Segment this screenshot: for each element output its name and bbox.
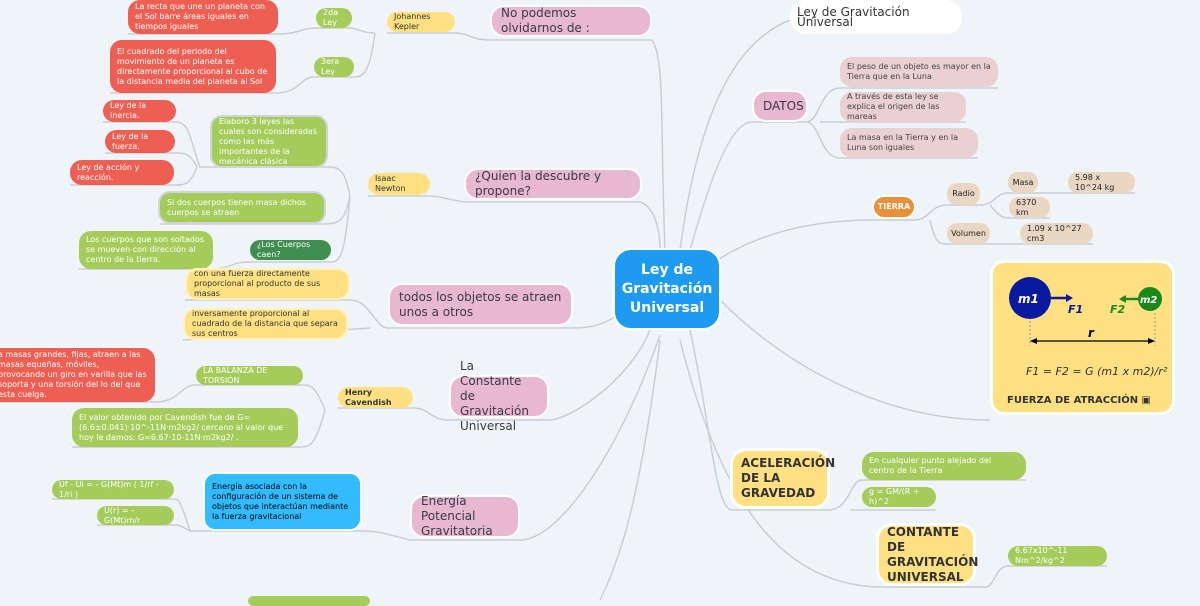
ley2-text[interactable]: La recta que une un planeta con el Sol b… xyxy=(128,0,278,34)
radio-node[interactable]: Radio xyxy=(947,183,980,205)
constante-value[interactable]: 6.67x10^-11 Nm^2/kg^2 xyxy=(1008,546,1107,566)
radio-value[interactable]: 6370 km xyxy=(1009,197,1050,218)
todos-item[interactable]: con una fuerza directamente proporcional… xyxy=(185,268,350,300)
masa-value[interactable]: 5.98 x 10^24 kg xyxy=(1068,172,1135,193)
energia-definition[interactable]: Energía asociada con la configuración de… xyxy=(203,472,362,531)
caen-text[interactable]: Los cuerpos que son soltados se mueven c… xyxy=(79,231,213,269)
ley-inercia[interactable]: Ley de la inercia. xyxy=(103,100,176,122)
elaboro-node[interactable]: Elaboro 3 leyes las cuales son considera… xyxy=(210,115,328,168)
ley-fuerza[interactable]: Ley de la fuerza. xyxy=(105,130,175,153)
volumen-node[interactable]: Volumen xyxy=(947,223,990,244)
ley-accion-reaccion[interactable]: Ley de acción y reacción. xyxy=(70,160,174,185)
svg-text:r: r xyxy=(1088,326,1095,340)
aceleracion-formula[interactable]: g = GM/(R + h)^2 xyxy=(862,487,936,507)
valor-text[interactable]: El valor obtenido por Cavendish fue de G… xyxy=(72,408,298,447)
mass1-circle xyxy=(1009,277,1051,319)
energia-formula-2[interactable]: U(r) = - G(Mt)m/r xyxy=(97,506,174,525)
olvidar-node[interactable]: No podemos olvidarnos de : xyxy=(490,5,652,37)
title-node[interactable]: Ley de Gravitación Universal xyxy=(790,0,962,34)
sidos-node[interactable]: Si dos cuerpos tienen masa dichos cuerpo… xyxy=(158,191,326,224)
kepler-node[interactable]: Johannes Kepler xyxy=(387,12,455,32)
constante-node[interactable]: CONTANTE DE GRAVITACIÓN UNIVERSAL xyxy=(876,523,978,586)
balanza-node[interactable]: LA BALANZA DE TORSIÓN xyxy=(196,366,303,385)
datos-item[interactable]: A través de esta ley se explica el orige… xyxy=(840,92,966,122)
aceleracion-item[interactable]: En cualquier punto alejado del centro de… xyxy=(862,452,1026,480)
ley2-node[interactable]: 2da Ley xyxy=(316,8,352,28)
caen-node[interactable]: ¿Los Cuerpos caen? xyxy=(250,240,331,260)
volumen-value[interactable]: 1.09 x 10^27 cm3 xyxy=(1020,223,1093,244)
svg-text:F1: F1 xyxy=(1068,303,1083,316)
todos-item[interactable]: inversamente proporcional al cuadrado de… xyxy=(183,308,348,340)
datos-item[interactable]: La masa en la Tierra y en la Luna son ig… xyxy=(840,128,978,158)
fuerza-image-node[interactable]: m1 m2 F1 F2 r F1 = F2 = G (m1 x m2)/r² F… xyxy=(990,260,1175,415)
todos-node[interactable]: todos los objetos se atraen unos a otros xyxy=(388,283,573,326)
ley3-node[interactable]: 3era Ley xyxy=(314,57,354,77)
balanza-text[interactable]: a masas grandes, fijas, atraen a las mas… xyxy=(0,348,155,402)
ley3-text[interactable]: El cuadrado del periodo del movimiento d… xyxy=(110,40,276,93)
image-icon[interactable]: ▣ xyxy=(1141,395,1151,406)
masa-node[interactable]: Masa xyxy=(1008,172,1038,193)
cavendish-node[interactable]: Henry Cavendish xyxy=(338,387,413,408)
gravitation-diagram: m1 m2 F1 F2 r F1 = F2 = G (m1 x m2)/r² xyxy=(1009,277,1168,378)
aceleracion-node[interactable]: ACELERACIÓN DE LA GRAVEDAD xyxy=(730,448,835,509)
svg-text:F2: F2 xyxy=(1110,303,1126,316)
caption-text: FUERZA DE ATRACCIÓN xyxy=(1007,395,1139,406)
datos-node[interactable]: DATOS xyxy=(752,90,808,122)
central-topic[interactable]: Ley de Gravitación Universal xyxy=(613,248,721,330)
svg-text:m2: m2 xyxy=(1140,295,1157,306)
svg-text:F1 = F2 = G (m1 x m2)/r²: F1 = F2 = G (m1 x m2)/r² xyxy=(1026,365,1168,378)
datos-item[interactable]: El peso de un objeto es mayor en la Tier… xyxy=(840,57,998,87)
constante-left-node[interactable]: La Constante de Gravitación Universal xyxy=(449,359,549,433)
quien-node[interactable]: ¿Quien la descubre y propone? xyxy=(464,168,642,200)
svg-text:m1: m1 xyxy=(1018,292,1039,306)
energia-node[interactable]: Energía Potencial Gravitatoria xyxy=(410,494,520,538)
partial-node[interactable] xyxy=(248,596,370,606)
tierra-node[interactable]: TIERRA xyxy=(872,195,916,219)
energia-formula-1[interactable]: Uf - Ui = - G(Mt)m ( 1/rf - 1/ri ) xyxy=(52,480,174,499)
mass2-circle xyxy=(1138,287,1162,311)
newton-node[interactable]: Isaac Newton xyxy=(368,173,430,195)
fuerza-caption: FUERZA DE ATRACCIÓN ▣ xyxy=(1007,395,1151,406)
